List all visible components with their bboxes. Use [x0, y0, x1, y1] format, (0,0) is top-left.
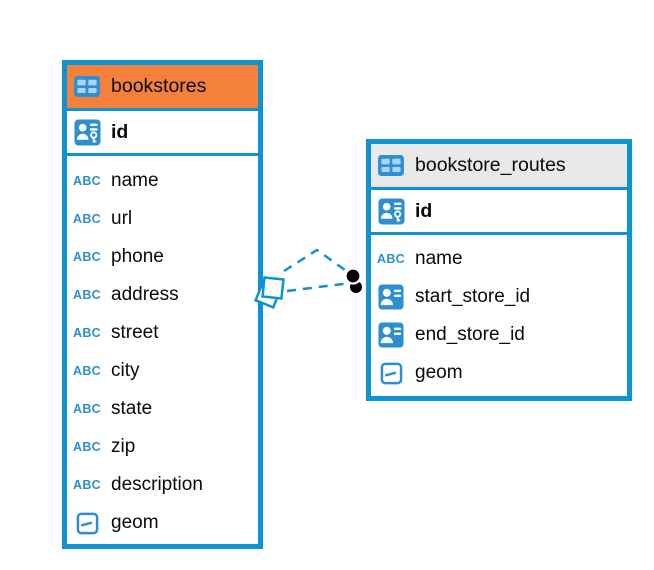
column-row[interactable]: ABC name [371, 240, 627, 278]
relationship-line[interactable] [286, 281, 352, 293]
column-row[interactable]: ABC state [67, 390, 258, 428]
table-bookstores[interactable]: bookstores id ABC name ABC url ABC phone… [62, 60, 263, 549]
geometry-type-icon [72, 512, 102, 535]
column-label: name [415, 248, 463, 269]
column-label: name [111, 170, 159, 191]
text-type-icon: ABC [73, 363, 101, 379]
primary-key-icon [376, 198, 406, 225]
text-type-icon: ABC [73, 211, 101, 227]
table-icon [376, 154, 406, 177]
column-label: zip [111, 436, 136, 457]
column-label: geom [111, 512, 159, 533]
table-name: bookstore_routes [415, 154, 566, 176]
column-list: ABC name start_store_id end_store_id geo… [371, 235, 627, 392]
foreign-key-icon [376, 284, 406, 310]
table-bookstore-routes[interactable]: bookstore_routes id ABC name start_store… [366, 139, 632, 401]
text-type-icon: ABC [73, 477, 101, 493]
one-end-marker[interactable] [344, 267, 364, 295]
primary-key-label: id [415, 199, 433, 222]
column-row[interactable]: end_store_id [371, 316, 627, 354]
table-header-bookstore-routes[interactable]: bookstore_routes [371, 144, 627, 190]
table-icon [72, 75, 102, 98]
primary-key-icon [72, 119, 102, 146]
column-label: street [111, 322, 159, 343]
text-type-icon: ABC [73, 249, 101, 265]
column-label: start_store_id [415, 286, 531, 307]
column-label: phone [111, 246, 164, 267]
foreign-key-icon [376, 322, 406, 348]
column-row[interactable]: start_store_id [371, 278, 627, 316]
column-row[interactable]: ABC address [67, 276, 258, 314]
relationship-line[interactable] [283, 248, 353, 277]
column-row[interactable]: ABC url [67, 200, 258, 238]
column-row[interactable]: ABC description [67, 466, 258, 504]
column-label: state [111, 398, 153, 419]
primary-key-label: id [111, 120, 129, 143]
column-row[interactable]: ABC street [67, 314, 258, 352]
text-type-icon: ABC [73, 287, 101, 303]
column-row[interactable]: ABC phone [67, 238, 258, 276]
column-row[interactable]: ABC city [67, 352, 258, 390]
primary-key-row[interactable]: id [371, 190, 627, 235]
column-row[interactable]: ABC name [67, 162, 258, 200]
column-label: end_store_id [415, 324, 525, 345]
table-header-bookstores[interactable]: bookstores [67, 65, 258, 111]
text-type-icon: ABC [73, 325, 101, 341]
geometry-type-icon [376, 362, 406, 385]
column-label: city [111, 360, 140, 381]
text-type-icon: ABC [377, 251, 405, 267]
column-label: geom [415, 362, 463, 383]
column-row[interactable]: geom [371, 354, 627, 392]
text-type-icon: ABC [73, 401, 101, 417]
column-row[interactable]: ABC zip [67, 428, 258, 466]
column-list: ABC name ABC url ABC phone ABC address A… [67, 156, 258, 542]
column-label: description [111, 474, 203, 495]
table-name: bookstores [111, 75, 207, 97]
column-row[interactable]: geom [67, 504, 258, 542]
column-label: url [111, 208, 133, 229]
column-label: address [111, 284, 179, 305]
text-type-icon: ABC [73, 439, 101, 455]
text-type-icon: ABC [73, 173, 101, 189]
primary-key-row[interactable]: id [67, 111, 258, 156]
